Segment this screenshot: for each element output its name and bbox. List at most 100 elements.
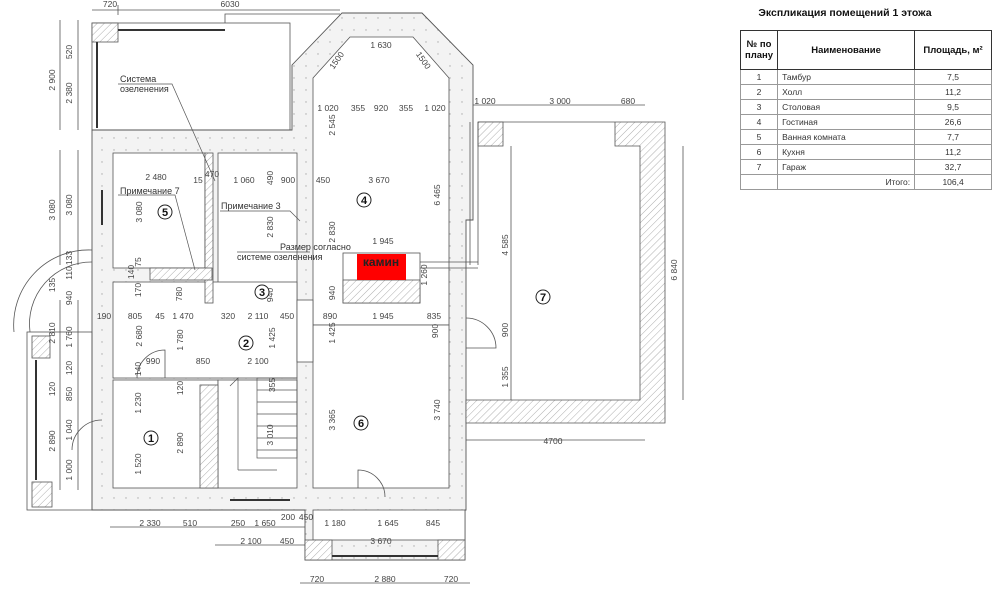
row-number: 6: [739, 144, 779, 160]
dimension-label: 1 260: [419, 264, 429, 286]
dimension-label: 520: [64, 45, 74, 59]
dimension-label: 450: [316, 175, 330, 185]
dimension-label: 355: [399, 103, 413, 113]
room-number-circle: [535, 289, 551, 305]
row-area: 11,2: [914, 144, 993, 160]
row-number: 4: [739, 114, 779, 130]
dimension-label: 990: [146, 356, 160, 366]
dimension-label: 2 890: [47, 430, 57, 452]
dimension-label: 1 040: [64, 419, 74, 441]
dimension-label: 720: [103, 0, 117, 9]
room-number-circle: [353, 415, 369, 431]
dimension-label: 470: [205, 169, 219, 179]
annotation-note: озеленения: [120, 84, 169, 94]
dimension-label: 1 780: [175, 329, 185, 351]
dimension-label: 2 830: [327, 221, 337, 243]
dimension-label: 190: [97, 311, 111, 321]
dimension-label: 2 810: [47, 322, 57, 344]
dimension-label: 1 425: [327, 322, 337, 344]
dimension-label: 140: [133, 362, 143, 376]
stairs: [229, 377, 298, 471]
dimension-label: 15: [193, 175, 203, 185]
total-label: Итого:: [777, 174, 916, 190]
dimension-label: 1 650: [254, 518, 276, 528]
dimension-label: 2 100: [240, 536, 262, 546]
dimension-label: 2 330: [139, 518, 161, 528]
dimension-label: 6 465: [432, 184, 442, 206]
total-empty: [739, 174, 779, 190]
dimension-label: 900: [430, 324, 440, 338]
row-area: 7,7: [914, 129, 993, 145]
annotation-note: Система: [120, 74, 156, 84]
dimension-label: 3 080: [47, 199, 57, 221]
dimension-label: 510: [183, 518, 197, 528]
dimension-label: 1 180: [324, 518, 346, 528]
dimension-label: 1 230: [133, 392, 143, 414]
garage: [420, 121, 666, 424]
terrace-column: [91, 22, 119, 43]
fireplace-label: камин: [363, 255, 399, 269]
header-area: Площадь, м²: [914, 30, 993, 70]
dimension-label: 2 545: [327, 114, 337, 136]
dimension-label: 490: [265, 171, 275, 185]
dimension-label: 355: [267, 378, 277, 392]
room-6-kitchen: [312, 324, 450, 489]
room-number-circle: [157, 204, 173, 220]
dimension-label: 120: [47, 382, 57, 396]
dimension-label: 45: [155, 311, 165, 321]
dimension-label: 1 520: [133, 453, 143, 475]
dimension-label: 355: [351, 103, 365, 113]
room-number: 5: [162, 207, 168, 219]
dimension-label: 4700: [544, 436, 563, 446]
dimension-label: 1 060: [233, 175, 255, 185]
room-number: 1: [148, 433, 154, 445]
dimension-label: 900: [281, 175, 295, 185]
dimension-label: 2 110: [248, 311, 269, 321]
room-number: 6: [358, 418, 364, 430]
dimension-label: 2 380: [64, 82, 74, 104]
annotation-note: Примечание 3: [221, 201, 281, 211]
dimension-label: 2 480: [145, 172, 167, 182]
dimension-label: 3 670: [368, 175, 390, 185]
row-name: Столовая: [777, 99, 916, 115]
row-number: 2: [739, 84, 779, 100]
dimension-label: 805: [128, 311, 142, 321]
row-number: 1: [739, 69, 779, 85]
row-number: 3: [739, 99, 779, 115]
total-row: Итого:106,4: [739, 174, 993, 190]
dimension-label: 450: [299, 512, 313, 522]
dimension-label: 890: [323, 311, 337, 321]
bay-window: [13, 249, 93, 511]
row-area: 26,6: [914, 114, 993, 130]
room-number-circle: [143, 430, 159, 446]
dimension-label: 135: [47, 278, 57, 292]
outline: [224, 13, 340, 23]
leader-lines: [118, 83, 310, 271]
row-name: Гостиная: [777, 114, 916, 130]
partition-walls: [101, 152, 466, 561]
dimension-label: 1 020: [424, 103, 446, 113]
row-area: 9,5: [914, 99, 993, 115]
dimension-label: 140: [126, 265, 136, 279]
dimension-label: 1 945: [372, 311, 394, 321]
dimension-label: 2 890: [175, 432, 185, 454]
fireplace: камин: [342, 252, 421, 304]
dimension-label: 940: [327, 286, 337, 300]
dimension-label: 2 100: [247, 356, 269, 366]
room-number: 2: [243, 338, 249, 350]
dimension-label: 6030: [221, 0, 240, 9]
room-number: 4: [361, 195, 368, 207]
row-area: 32,7: [914, 159, 993, 175]
dimension-label: 1 020: [317, 103, 339, 113]
dimension-label: 6 840: [669, 259, 679, 281]
row-number: 5: [739, 129, 779, 145]
dimension-label: 835: [427, 311, 441, 321]
annotation-note: Размер согласно: [280, 242, 351, 252]
row-area: 7,5: [914, 69, 993, 85]
dimension-label: 2 830: [265, 216, 275, 238]
dimension-label: 920: [374, 103, 388, 113]
